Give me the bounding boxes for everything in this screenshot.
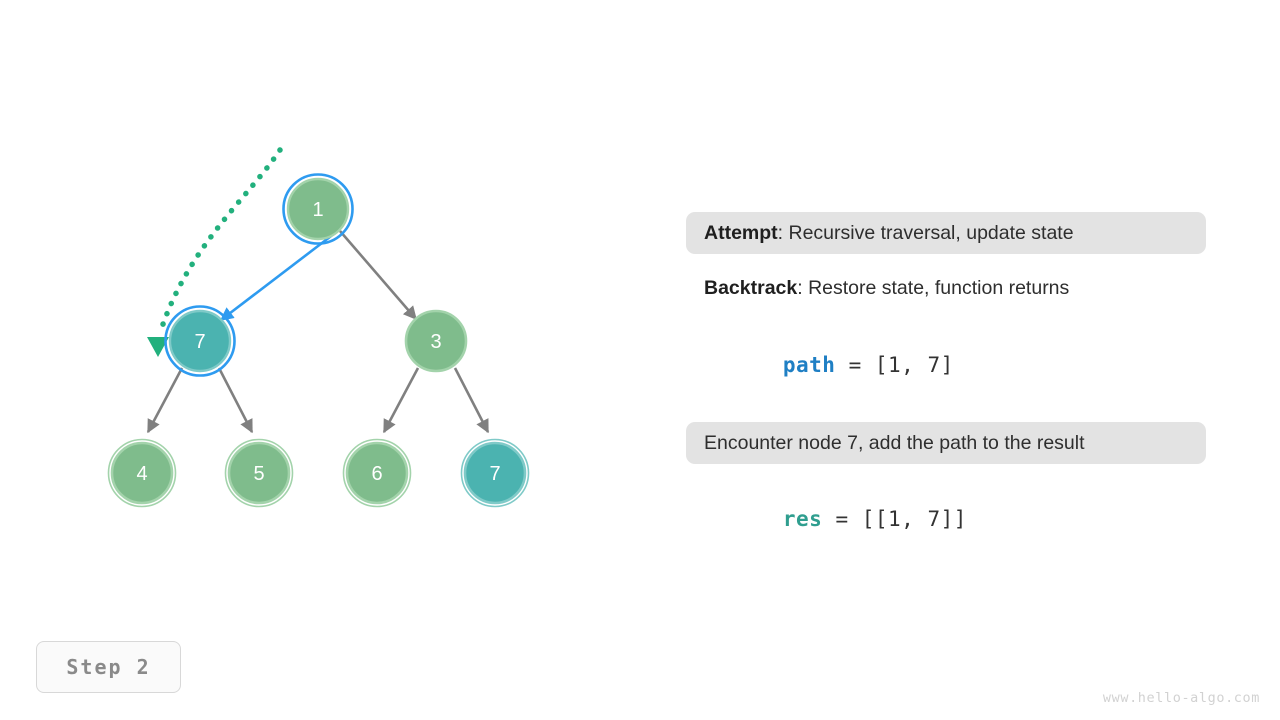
node-circle [168,309,232,373]
recursion-path-arrow-icon [147,337,169,357]
node-circle [345,441,409,505]
edge-7-to-5 [217,367,254,434]
node-label: 7 [489,463,500,485]
res-expression: = [[1, 7]] [822,506,967,531]
backtrack-description: : Restore state, function returns [797,277,1070,300]
node-highlight-ring [164,305,236,377]
tree-node-7-left[interactable]: 7 [164,305,236,377]
node-outer-ring [460,438,530,508]
edge-7-to-4 [146,367,184,434]
tree-node-3[interactable]: 3 [404,309,468,373]
tree-node-7-right[interactable]: 7 [460,438,530,508]
node-circle [110,441,174,505]
res-code-line: res = [[1, 7]] [686,477,1206,565]
path-expression: = [1, 7] [835,352,954,377]
edge-3-to-7 [453,367,490,434]
tree-node-4[interactable]: 4 [107,438,177,508]
edge-3-to-6 [382,367,420,434]
node-outer-ring [224,438,294,508]
attempt-label: Attempt [704,222,778,244]
node-label: 6 [371,463,382,485]
node-label: 4 [136,463,147,485]
node-label: 1 [312,199,323,221]
explanation-panel: Attempt: Recursive traversal, update sta… [686,212,1206,576]
tree-node-6[interactable]: 6 [342,438,412,508]
path-variable: path [782,352,836,377]
step-badge: Step 2 [36,641,181,693]
node-circle [227,441,291,505]
binary-tree-svg: 1 7 3 4 5 [107,147,530,508]
node-circle [404,309,468,373]
node-label: 5 [253,463,264,485]
edge-1-to-3 [339,230,417,321]
recursion-path-group [147,147,283,357]
backtrack-line: Backtrack: Restore state, function retur… [686,267,1206,309]
node-circle [286,177,350,241]
tree-node-1[interactable]: 1 [282,173,354,245]
attempt-line: Attempt: Recursive traversal, update sta… [686,212,1206,255]
watermark-text: www.hello-algo.com [1102,690,1260,706]
backtrack-label: Backtrack [704,277,798,300]
tree-node-5[interactable]: 5 [224,438,294,508]
node-label: 7 [194,331,205,353]
step-badge-label: Step 2 [66,655,151,679]
encounter-description: Encounter node 7, add the path to the re… [704,431,1085,454]
res-variable: res [782,506,823,531]
node-outer-ring [342,438,412,508]
node-label: 3 [430,331,441,353]
encounter-line: Encounter node 7, add the path to the re… [686,421,1206,464]
node-circle [463,441,527,505]
recursion-path-dotted-curve [157,147,283,336]
node-outer-ring [107,438,177,508]
path-code-line: path = [1, 7] [686,323,1206,411]
node-highlight-ring [282,173,354,245]
tree-edges [146,228,490,434]
tree-nodes: 1 7 3 4 5 [107,173,530,508]
attempt-description: : Recursive traversal, update state [777,222,1074,244]
edge-1-to-7 [219,228,340,322]
watermark: www.hello-algo.com [1103,690,1260,706]
